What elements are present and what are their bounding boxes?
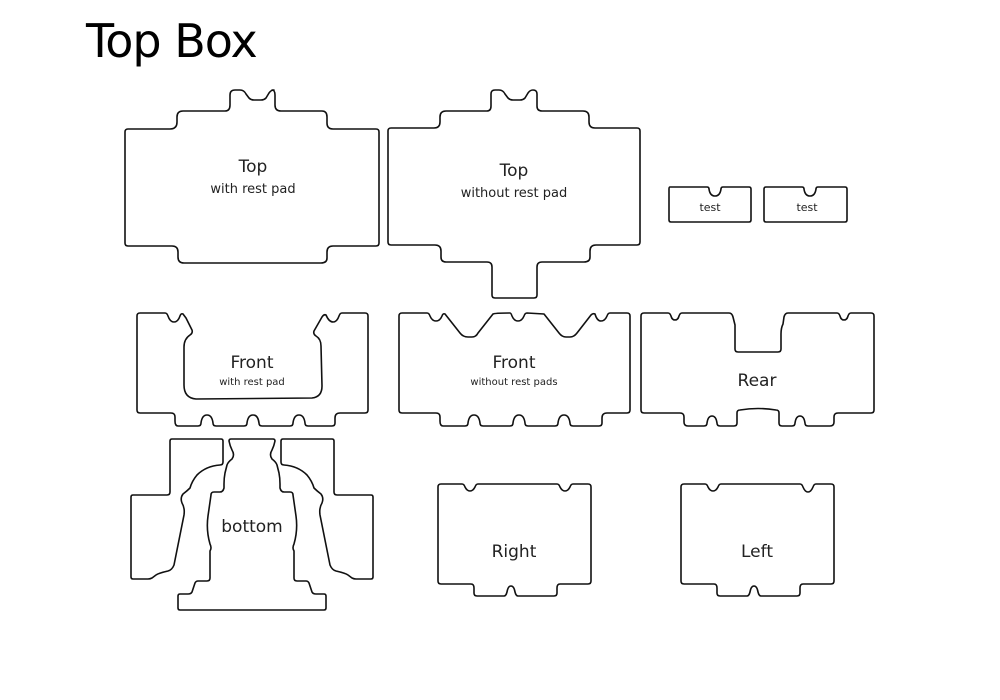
piece-label: Front	[231, 353, 274, 373]
piece-sublabel: with rest pad	[210, 182, 295, 197]
piece-label: Top	[238, 157, 268, 177]
page-title: Top Box	[86, 14, 258, 68]
piece-sublabel: with rest pad	[219, 377, 285, 388]
piece-outline	[136, 312, 369, 427]
piece-top-with-rest-pad: Top with rest pad	[124, 89, 380, 264]
piece-label: Front	[493, 353, 536, 373]
piece-label: test	[699, 201, 721, 214]
piece-test-1: test	[668, 186, 752, 223]
piece-top-without-rest-pad: Top without rest pad	[387, 89, 641, 299]
piece-outline	[640, 312, 875, 427]
piece-outline-right-wing	[280, 438, 374, 580]
piece-front-without-rest-pads: Front without rest pads	[398, 312, 631, 427]
piece-test-2: test	[763, 186, 848, 223]
piece-outline	[387, 89, 641, 299]
piece-outline	[437, 483, 592, 597]
piece-outline	[668, 186, 752, 223]
piece-label: Left	[741, 542, 773, 562]
piece-sublabel: without rest pads	[470, 377, 557, 388]
piece-outline	[398, 312, 631, 427]
piece-bottom: bottom	[130, 438, 374, 611]
piece-front-with-rest-pad: Front with rest pad	[136, 312, 369, 427]
piece-label: Right	[492, 542, 537, 562]
piece-label: bottom	[221, 517, 282, 537]
piece-outline-center	[177, 438, 327, 611]
piece-sublabel: without rest pad	[461, 186, 568, 201]
piece-outline	[124, 89, 380, 264]
piece-outline-left-wing	[130, 438, 224, 580]
piece-label: test	[796, 201, 818, 214]
piece-left: Left	[680, 483, 835, 597]
piece-outline	[680, 483, 835, 597]
piece-right: Right	[437, 483, 592, 597]
piece-outline	[763, 186, 848, 223]
piece-label: Top	[499, 161, 529, 181]
piece-rear: Rear	[640, 312, 875, 427]
piece-label: Rear	[738, 371, 777, 391]
